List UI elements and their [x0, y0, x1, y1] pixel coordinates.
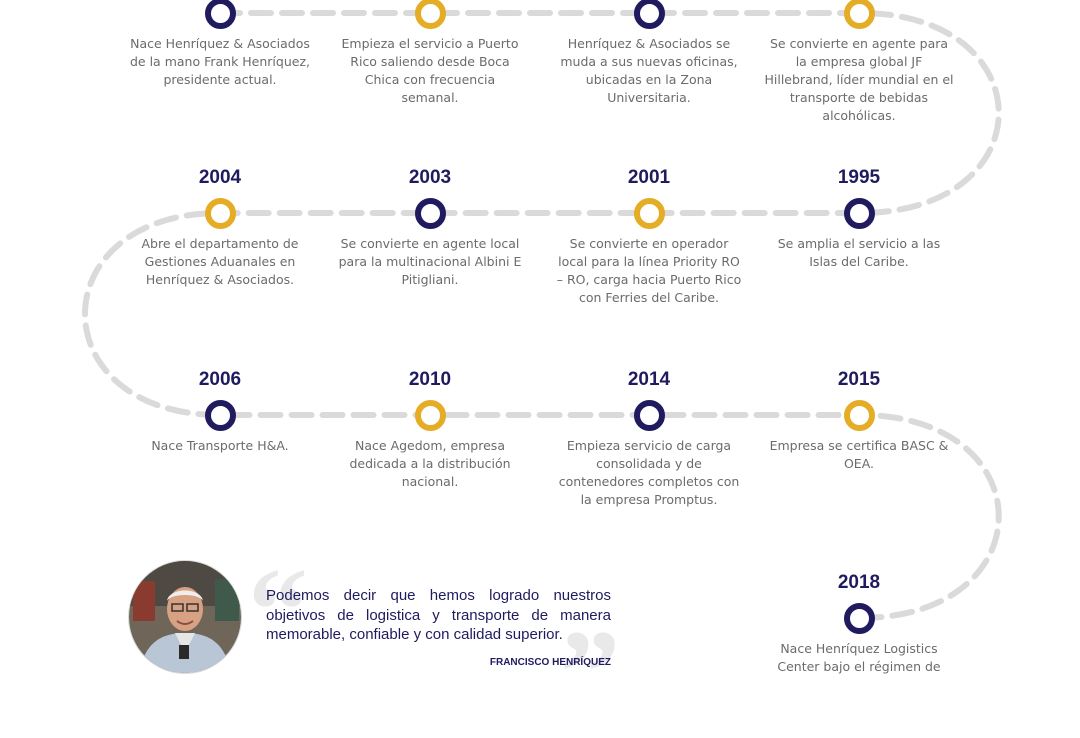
event-description: Se convierte en agente local para la mul…: [338, 236, 522, 287]
event-year: 2015: [837, 369, 881, 390]
event-description: Se convierte en operador local para la l…: [556, 236, 742, 305]
portrait-photo: [128, 560, 242, 674]
open-quote-icon: “: [248, 543, 308, 676]
event-description: Nace Henríquez Logistics Center bajo el …: [777, 641, 941, 674]
event-description: Abre el departamento de Gestiones Aduana…: [141, 236, 299, 287]
timeline-marker-icon: [633, 0, 665, 29]
timeline-marker-icon: [414, 197, 446, 229]
event-year: 2006: [198, 369, 242, 390]
event-year: 2004: [198, 167, 242, 188]
event-year: 2018: [837, 572, 881, 593]
timeline-marker-icon: [843, 0, 875, 29]
event-description: Nace Agedom, empresa dedicada a la distr…: [349, 438, 511, 489]
quote-text: Podemos decir que hemos logrado nuestros…: [266, 587, 611, 643]
event-description: Se amplia el servicio a las Islas del Ca…: [777, 236, 941, 269]
event-description: Se convierte en agente para la empresa g…: [764, 36, 954, 123]
event-description: Nace Transporte H&A.: [151, 438, 289, 453]
timeline-marker-icon: [843, 197, 875, 229]
event-year: 2003: [408, 167, 452, 188]
event-description: Empieza servicio de carga consolidada y …: [558, 438, 740, 507]
timeline-marker-icon: [633, 399, 665, 431]
event-year: 2001: [627, 167, 671, 188]
timeline-marker-icon: [204, 399, 236, 431]
timeline-path: [82, 10, 1002, 621]
timeline-marker-icon: [843, 399, 875, 431]
timeline-marker-icon: [843, 602, 875, 634]
event-description: Empresa se certifica BASC & OEA.: [769, 438, 949, 471]
event-year: 2014: [627, 369, 671, 390]
quote-author: FRANCISCO HENRÍQUEZ: [489, 657, 611, 668]
event-description: Empieza el servicio a Puerto Rico salien…: [341, 36, 519, 105]
event-year: 2010: [408, 369, 452, 390]
timeline-marker-icon: [414, 399, 446, 431]
event-description: Nace Henríquez & Asociados de la mano Fr…: [129, 36, 310, 87]
timeline-marker-icon: [204, 0, 236, 29]
timeline-marker-icon: [633, 197, 665, 229]
event-year: 1995: [837, 167, 881, 188]
timeline-marker-icon: [414, 0, 446, 29]
timeline-marker-icon: [204, 197, 236, 229]
event-description: Henríquez & Asociados se muda a sus nuev…: [560, 36, 738, 105]
